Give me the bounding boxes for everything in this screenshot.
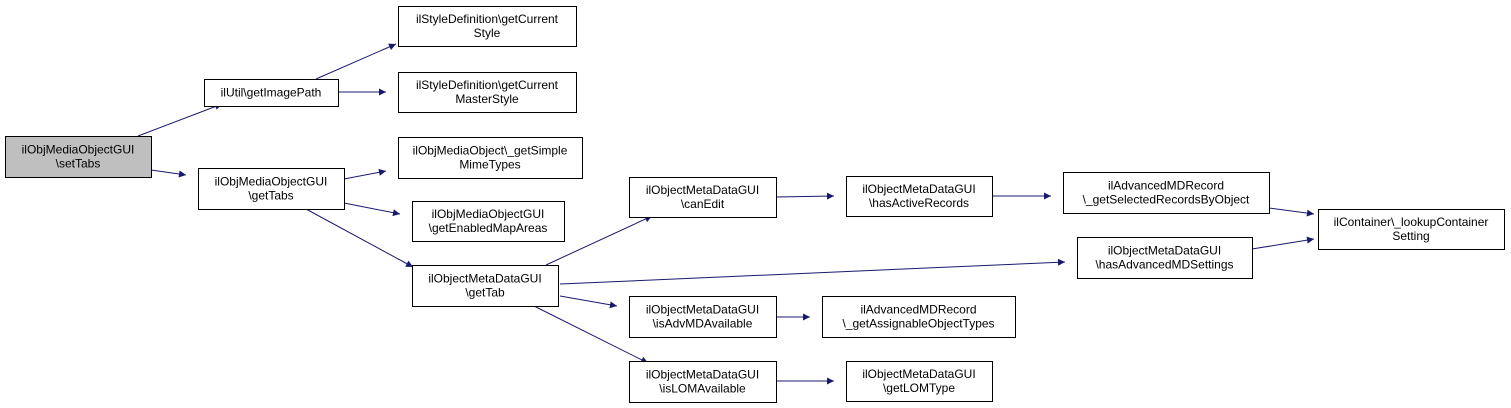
edge-getTab-to-canEdit: [545, 215, 653, 266]
node-box: [204, 79, 339, 107]
edge-getTabs-to-getEnabledMapAreas: [343, 202, 401, 217]
edge-getTab-to-isLOMAvailable: [533, 305, 649, 364]
node-label-line: ilObjectMetaDataGUI: [862, 182, 975, 196]
edge-getTab-to-isAdvMDAvailable: [559, 295, 618, 309]
node-label-line: ilObjMediaObjectGUI: [22, 143, 135, 157]
node-hasAdvancedMDSettings[interactable]: ilObjectMetaDataGUI\hasAdvancedMDSetting…: [1077, 237, 1253, 279]
node-box: [846, 176, 993, 217]
node-getAssignableObjectTypes[interactable]: ilAdvancedMDRecord\_getAssignableObjectT…: [822, 296, 1016, 338]
node-label-line: ilObjMediaObjectGUI: [215, 175, 328, 189]
node-label-line: \canEdit: [681, 197, 725, 211]
node-label-line: ilObjectMetaDataGUI: [428, 272, 541, 286]
edge-getTabs-to-getTab: [305, 208, 414, 268]
node-label-line: ilObjectMetaDataGUI: [646, 183, 759, 197]
edge-getTab-to-hasAdvancedMDSettings: [559, 258, 1066, 285]
node-box: [629, 361, 777, 403]
node-label-line: ilUtil\getImagePath: [221, 86, 322, 100]
node-label-line: ilAdvancedMDRecord: [1108, 179, 1224, 193]
node-label-line: \getLOMType: [883, 381, 955, 395]
node-label-line: Setting: [1392, 229, 1429, 243]
node-label-line: \getTabs: [248, 189, 293, 203]
node-label-line: ilObjMediaObjectGUI: [432, 207, 545, 221]
edge-canEdit-to-hasActiveRecords: [775, 192, 835, 200]
node-box: [629, 296, 777, 338]
node-box: [1077, 237, 1253, 279]
node-getTabs[interactable]: ilObjMediaObjectGUI\getTabs: [198, 168, 345, 210]
node-label-line: \getEnabledMapAreas: [429, 221, 548, 235]
node-label-line: ilAdvancedMDRecord: [860, 303, 976, 317]
node-isLOMAvailable[interactable]: ilObjectMetaDataGUI\isLOMAvailable: [629, 361, 777, 403]
node-label-line: \_getSelectedRecordsByObject: [1083, 193, 1250, 207]
node-label-line: \hasAdvancedMDSettings: [1095, 258, 1233, 272]
node-getImagePath[interactable]: ilUtil\getImagePath: [204, 79, 339, 107]
node-box: [398, 137, 583, 179]
edge-setTabs-to-getTabs: [150, 169, 187, 178]
edge-getTabs-to-getSimpleMimeTypes: [343, 168, 387, 180]
node-label-line: \_getAssignableObjectTypes: [842, 317, 994, 331]
node-box: [5, 136, 152, 178]
node-label-line: ilStyleDefinition\getCurrent: [416, 78, 559, 92]
node-label-line: Style: [474, 26, 501, 40]
edge-getSelectedRecordsByObject-to-lookupContainerSetting: [1268, 207, 1315, 217]
node-box: [398, 72, 577, 113]
node-label-line: MasterStyle: [455, 92, 519, 106]
edge-hasAdvancedMDSettings-to-lookupContainerSetting: [1251, 236, 1315, 250]
node-box: [1318, 209, 1505, 250]
node-label-line: ilObjectMetaDataGUI: [646, 368, 759, 382]
node-label-line: ilStyleDefinition\getCurrent: [416, 12, 559, 26]
node-label-line: \hasActiveRecords: [869, 196, 969, 210]
node-isAdvMDAvailable[interactable]: ilObjectMetaDataGUI\isAdvMDAvailable: [629, 296, 777, 338]
edge-setTabs-to-getImagePath: [137, 103, 223, 137]
node-box: [846, 361, 993, 402]
node-box: [1063, 172, 1270, 214]
node-label-line: ilContainer\_lookupContainer: [1334, 215, 1489, 229]
node-getTab[interactable]: ilObjectMetaDataGUI\getTab: [412, 265, 559, 307]
node-label-line: MimeTypes: [459, 158, 520, 172]
node-label-line: ilObjectMetaDataGUI: [862, 367, 975, 381]
node-getEnabledMapAreas[interactable]: ilObjMediaObjectGUI\getEnabledMapAreas: [412, 201, 565, 242]
node-getLOMType[interactable]: ilObjectMetaDataGUI\getLOMType: [846, 361, 993, 402]
node-setTabs[interactable]: ilObjMediaObjectGUI\setTabs: [5, 136, 152, 178]
node-getSelectedRecordsByObject[interactable]: ilAdvancedMDRecord\_getSelectedRecordsBy…: [1063, 172, 1270, 214]
node-label-line: \getTab: [465, 286, 505, 300]
edge-layer: [137, 43, 1315, 385]
node-layer: ilObjMediaObjectGUI\setTabsilUtil\getIma…: [5, 6, 1505, 403]
node-label-line: \isLOMAvailable: [659, 382, 746, 396]
node-hasActiveRecords[interactable]: ilObjectMetaDataGUI\hasActiveRecords: [846, 176, 993, 217]
node-label-line: ilObjectMetaDataGUI: [1108, 244, 1221, 258]
edge-getImagePath-to-getCurrentStyle: [315, 43, 397, 80]
node-label-line: ilObjectMetaDataGUI: [646, 303, 759, 317]
node-canEdit[interactable]: ilObjectMetaDataGUI\canEdit: [629, 177, 777, 218]
node-box: [822, 296, 1016, 338]
node-box: [198, 168, 345, 210]
node-label-line: ilObjMediaObject\_getSimple: [413, 144, 568, 158]
node-label-line: \isAdvMDAvailable: [653, 317, 753, 331]
node-box: [398, 6, 577, 47]
node-label-line: \setTabs: [56, 157, 101, 171]
node-box: [629, 177, 777, 218]
node-box: [412, 265, 559, 307]
node-box: [412, 201, 565, 242]
